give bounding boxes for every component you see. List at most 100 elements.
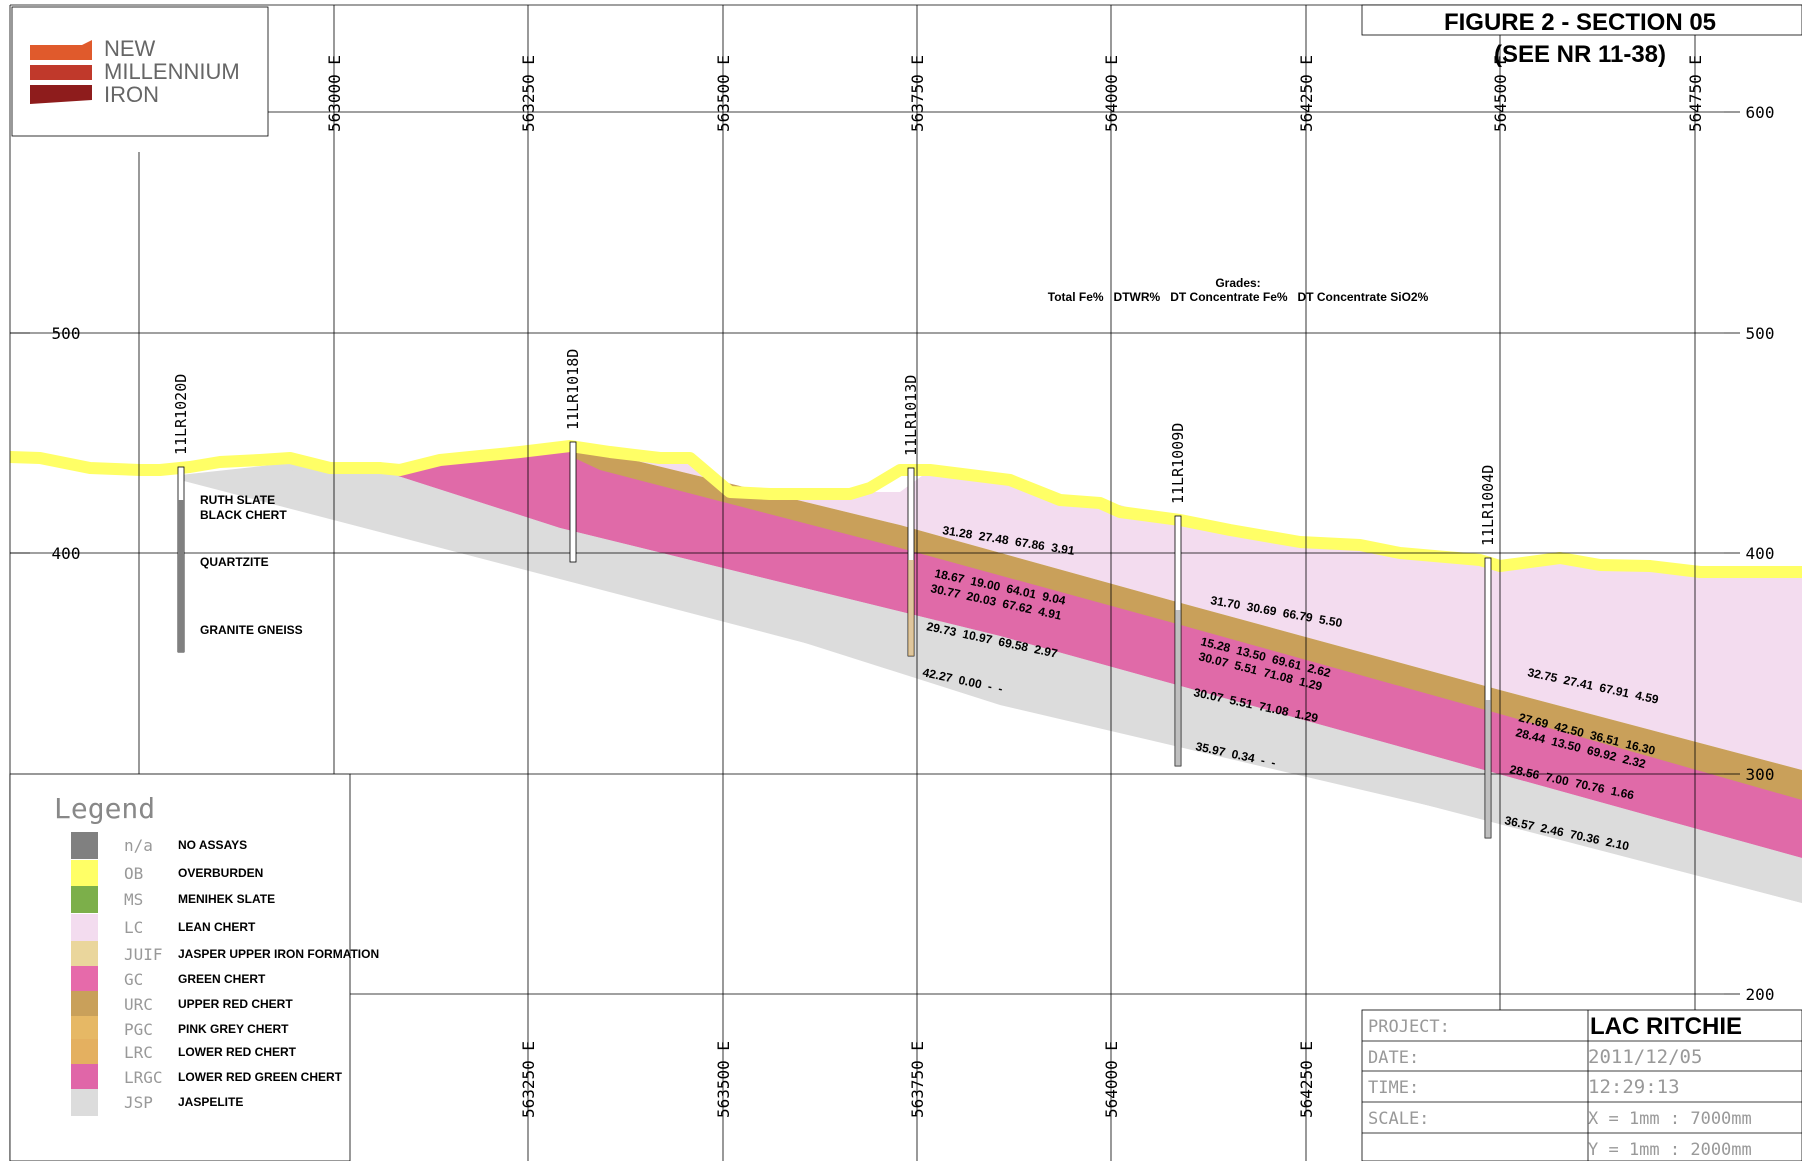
project-value: LAC RITCHIE xyxy=(1590,1013,1742,1040)
scale-y-value: Y = 1mm : 2000mm xyxy=(1588,1140,1752,1160)
legend-code: JUIF xyxy=(124,945,163,964)
legend-swatch xyxy=(71,941,98,968)
elevation-label: 600 xyxy=(1746,103,1775,122)
legend-swatch xyxy=(71,966,98,993)
legend-code: JSP xyxy=(124,1093,153,1112)
legend-code: URC xyxy=(124,995,153,1014)
rock-label-quartzite: QUARTZITE xyxy=(200,555,269,569)
time-label: TIME: xyxy=(1368,1078,1419,1098)
legend-swatch xyxy=(71,832,98,859)
legend-code: OB xyxy=(124,864,143,883)
legend-swatch xyxy=(71,886,98,913)
legend-swatch xyxy=(71,860,98,887)
legend-swatch xyxy=(71,1039,98,1066)
rock-label-granite-gneiss: GRANITE GNEISS xyxy=(200,623,303,637)
easting-label: 564250 E xyxy=(1297,1041,1316,1118)
scale-label: SCALE: xyxy=(1368,1109,1429,1129)
scale-x-value: X = 1mm : 7000mm xyxy=(1588,1109,1752,1129)
legend-name: LOWER RED CHERT xyxy=(178,1045,297,1059)
legend-name: JASPELITE xyxy=(178,1095,243,1109)
drillhole-11LR1004D: 11LR1004D xyxy=(1479,465,1497,839)
drillholes: 11LR1020D 11LR1018D 11LR1013D 11LR1009D … xyxy=(172,349,1497,839)
legend-name: UPPER RED CHERT xyxy=(178,997,293,1011)
upper-red-chert-band xyxy=(570,448,1802,800)
logo-text-line-2: MILLENNIUM xyxy=(104,59,240,84)
figure-title: FIGURE 2 - SECTION 05 xyxy=(1444,9,1716,36)
drillhole-label: 11LR1009D xyxy=(1169,423,1187,504)
easting-label: 563500 E xyxy=(714,55,733,132)
drillhole-11LR1020D: 11LR1020D xyxy=(172,374,190,653)
easting-label: 564250 E xyxy=(1297,55,1316,132)
drillhole-label: 11LR1020D xyxy=(172,374,190,455)
easting-labels-top: 563000 E 563250 E 563500 E 563750 E 5640… xyxy=(325,55,1705,132)
figure-subtitle: (SEE NR 11-38) xyxy=(1494,41,1666,68)
easting-label: 564000 E xyxy=(1102,55,1121,132)
easting-labels-bottom: 563250 E 563500 E 563750 E 564000 E 5642… xyxy=(519,1041,1316,1118)
logo-text-line-3: IRON xyxy=(104,82,159,107)
legend-name: MENIHEK SLATE xyxy=(178,892,275,906)
legend-swatch xyxy=(71,1089,98,1116)
rock-label-black-chert: BLACK CHERT xyxy=(200,508,287,522)
overburden-surface xyxy=(9,440,1802,578)
grades-header-columns: Total Fe% DTWR% DT Concentrate Fe% DT Co… xyxy=(1048,290,1429,304)
legend-swatch xyxy=(71,1016,98,1043)
easting-label: 563750 E xyxy=(908,55,927,132)
company-logo: NEW MILLENNIUM IRON xyxy=(11,6,269,137)
lean-chert-unit xyxy=(570,446,1802,770)
legend-name: LEAN CHERT xyxy=(178,920,256,934)
title-block: PROJECT: DATE: TIME: SCALE: 2011/12/05 1… xyxy=(1361,1009,1802,1161)
legend-name: JASPER UPPER IRON FORMATION xyxy=(178,947,379,961)
legend-code: n/a xyxy=(124,836,153,855)
easting-label: 563250 E xyxy=(519,1041,538,1118)
legend-code: LRC xyxy=(124,1043,153,1062)
legend-code: MS xyxy=(124,890,143,909)
elevation-label: 500 xyxy=(52,324,81,343)
legend-item: OB OVERBURDEN xyxy=(71,860,263,887)
time-value: 12:29:13 xyxy=(1588,1076,1680,1098)
legend-code: LRGC xyxy=(124,1068,163,1087)
legend-item: LC LEAN CHERT xyxy=(71,914,256,941)
project-label: PROJECT: xyxy=(1368,1017,1450,1037)
drillhole-11LR1018D: 11LR1018D xyxy=(564,349,582,563)
legend-swatch xyxy=(71,914,98,941)
elevation-label: 500 xyxy=(1746,324,1775,343)
legend-code: LC xyxy=(124,918,143,937)
easting-label: 563000 E xyxy=(325,55,344,132)
legend-item: MS MENIHEK SLATE xyxy=(71,886,275,913)
easting-label: 564750 E xyxy=(1686,55,1705,132)
drillhole-11LR1013D: 11LR1013D xyxy=(902,375,920,657)
logo-mark-icon xyxy=(30,40,92,60)
legend-code: PGC xyxy=(124,1020,153,1039)
lower-red-green-chert-unit xyxy=(398,446,1802,858)
drillhole-11LR1009D: 11LR1009D xyxy=(1169,423,1187,767)
drillhole-label: 11LR1018D xyxy=(564,349,582,430)
geology-layers xyxy=(9,440,1802,903)
logo-text-line-1: NEW xyxy=(104,36,156,61)
date-value: 2011/12/05 xyxy=(1588,1046,1702,1068)
legend-name: LOWER RED GREEN CHERT xyxy=(178,1070,343,1084)
easting-label: 563500 E xyxy=(714,1041,733,1118)
grades-header-title: Grades: xyxy=(1215,276,1260,290)
legend-name: OVERBURDEN xyxy=(178,866,263,880)
elevation-label: 400 xyxy=(1746,544,1775,563)
legend-title: Legend xyxy=(54,792,155,825)
legend-code: GC xyxy=(124,970,143,989)
legend-item: JSP JASPELITE xyxy=(71,1089,243,1116)
drillhole-label: 11LR1013D xyxy=(902,375,920,456)
legend-item: LRC LOWER RED CHERT xyxy=(71,1039,297,1066)
elevation-label: 200 xyxy=(1746,985,1775,1004)
easting-label: 564500 E xyxy=(1491,55,1510,132)
grid xyxy=(9,4,1802,1161)
legend-swatch xyxy=(71,1064,98,1091)
drillhole-label: 11LR1004D xyxy=(1479,465,1497,546)
easting-label: 563750 E xyxy=(908,1041,927,1118)
date-label: DATE: xyxy=(1368,1048,1419,1068)
easting-label: 564000 E xyxy=(1102,1041,1121,1118)
rock-label-ruth-slate: RUTH SLATE xyxy=(200,493,275,507)
elevation-label: 300 xyxy=(1746,765,1775,784)
jaspelite-lower-unit xyxy=(290,470,1802,903)
